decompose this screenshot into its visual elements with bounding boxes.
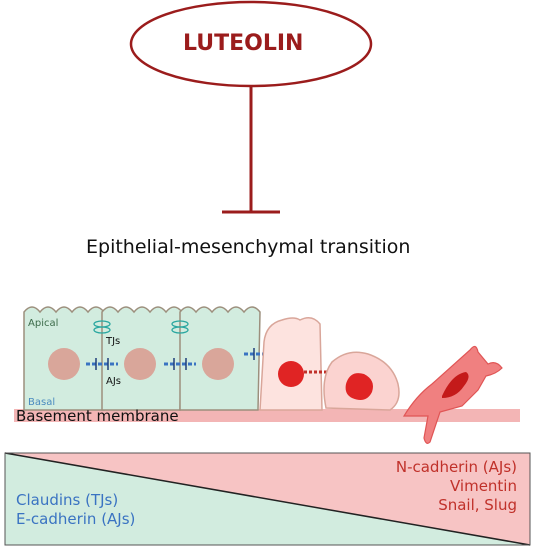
apical-label: Apical xyxy=(28,318,59,329)
nucleus xyxy=(202,348,234,380)
adherens-junction-icon xyxy=(164,358,196,370)
nucleus xyxy=(48,348,80,380)
gradient-divider xyxy=(4,452,531,546)
adherens-junction-icon xyxy=(86,358,118,370)
mesenchymal-marker: N-cadherin (AJs) xyxy=(395,458,517,476)
tight-junction-icon xyxy=(93,320,111,334)
detaching-cell xyxy=(323,351,400,411)
nucleus xyxy=(442,372,469,398)
gradient-frame xyxy=(4,452,531,546)
mesenchymal-marker: Vimentin xyxy=(449,477,517,495)
tjs-label: TJs xyxy=(106,336,121,347)
basal-label: Basal xyxy=(28,397,56,408)
epithelial-cell-1 xyxy=(23,306,105,411)
mesenchymal-markers: N-cadherin (AJs) Vimentin Snail, Slug xyxy=(396,458,517,515)
epithelial-markers: Claudins (TJs) E-cadherin (AJs) xyxy=(16,491,135,529)
nucleus xyxy=(124,348,156,380)
epithelial-cell-2 xyxy=(101,306,183,411)
ajs-label: AJs xyxy=(106,376,121,387)
luteolin-title: LUTEOLIN xyxy=(183,31,304,56)
epithelial-marker: Claudins (TJs) xyxy=(16,491,119,509)
epithelial-marker: E-cadherin (AJs) xyxy=(16,510,136,528)
nucleus xyxy=(278,361,304,387)
mesenchymal-cell xyxy=(402,345,503,444)
epithelial-cell-3 xyxy=(179,306,261,411)
emt-label: Epithelial-mesenchymal transition xyxy=(86,236,411,258)
nucleus xyxy=(345,373,373,400)
mesenchymal-marker: Snail, Slug xyxy=(438,496,517,514)
basement-membrane-label: Basement membrane xyxy=(16,407,179,425)
transitioning-cell xyxy=(259,317,323,411)
basement-membrane xyxy=(14,409,520,422)
tight-junction-icon xyxy=(171,320,189,334)
